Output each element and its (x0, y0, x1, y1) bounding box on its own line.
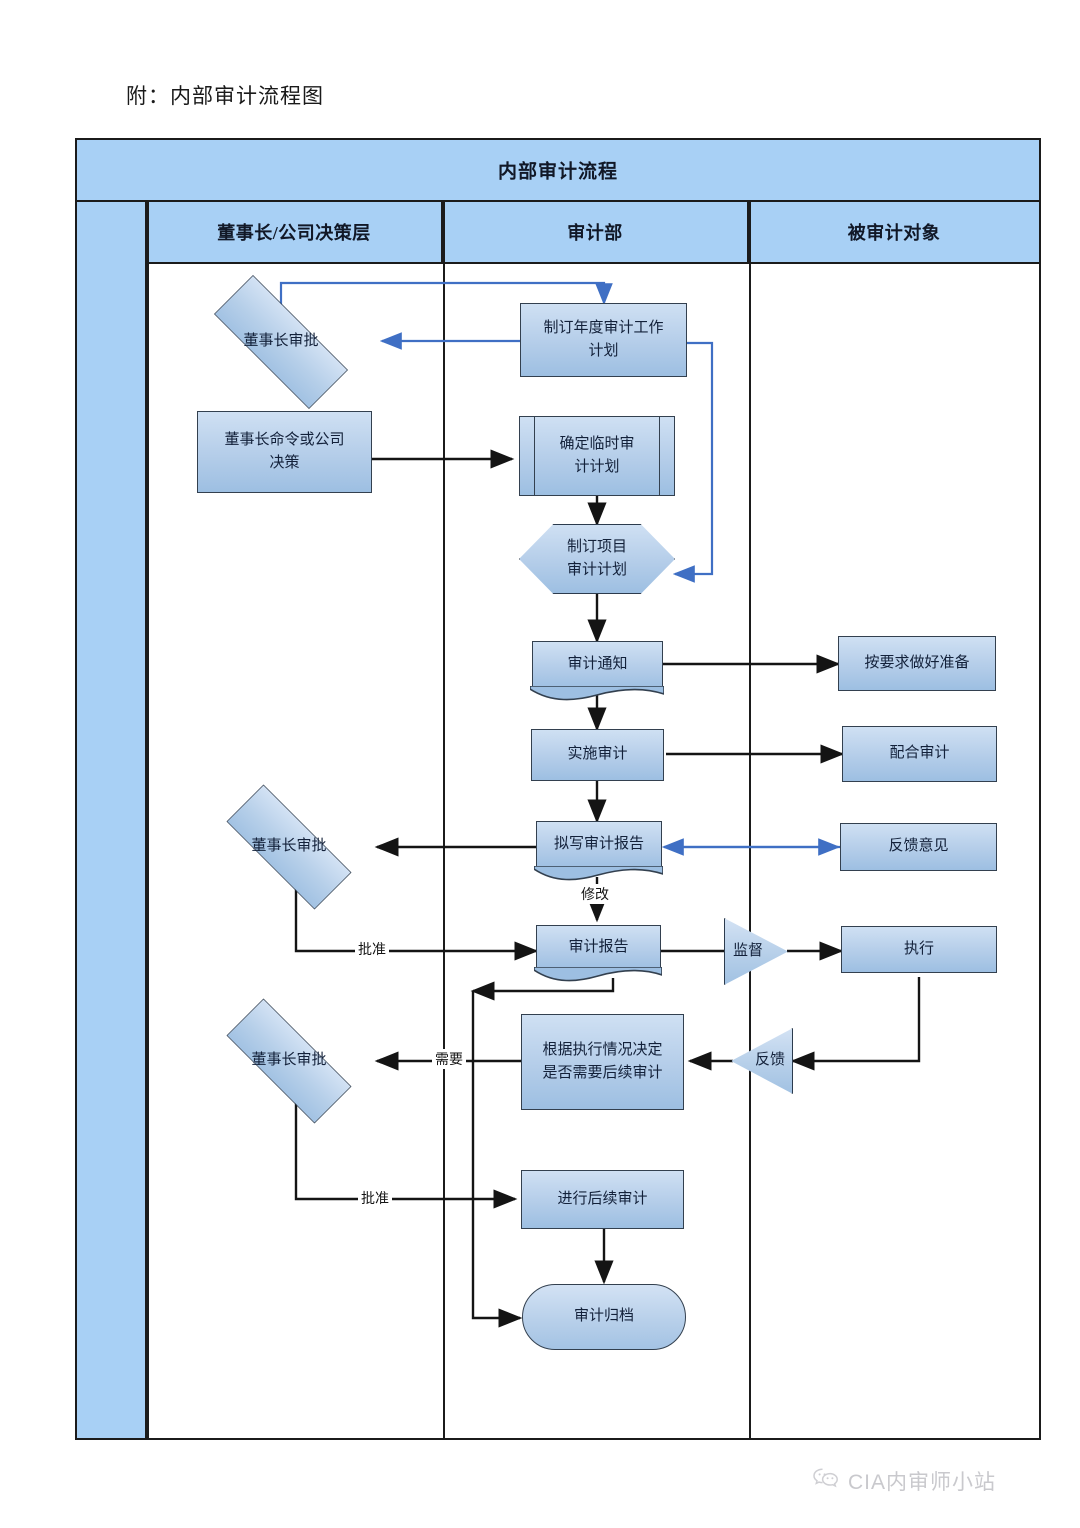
node-execute[interactable]: 执行 (841, 926, 997, 973)
document-shape (536, 821, 662, 869)
lane-header-audit-dept: 审计部 (443, 202, 749, 264)
node-chairman-approval-3[interactable]: 董事长审批 (201, 998, 377, 1124)
lane-label-audit-dept: 审计部 (567, 223, 623, 243)
lane-label-chairman: 董事长/公司决策层 (217, 223, 371, 243)
node-label: 配合审计 (889, 745, 950, 762)
diagram-title: 内部审计流程 (497, 161, 618, 183)
document-wave (534, 866, 664, 881)
node-label: 监督 (732, 942, 763, 959)
node-label: 执行 (903, 940, 934, 957)
node-temporary-audit-plan[interactable]: 确定临时审 计计划 (519, 416, 675, 496)
lane-separator-2 (443, 202, 445, 1438)
lane-label-auditee: 被审计对象 (847, 223, 941, 243)
node-annual-audit-plan[interactable]: 制订年度审计工作 计划 (520, 303, 687, 377)
node-cooperate-with-audit[interactable]: 配合审计 (842, 726, 997, 782)
node-chairman-approval-1[interactable]: 董事长审批 (186, 275, 376, 409)
page-caption: 附：内部审计流程图 (126, 84, 324, 108)
node-label: 董事长审批 (251, 838, 327, 855)
edge-label-need: 需要 (432, 1049, 466, 1069)
lane-separator-3 (749, 202, 751, 1438)
edge-label-revise: 修改 (578, 884, 612, 904)
node-feedback[interactable]: 反馈 (731, 1028, 793, 1094)
left-blue-strip (77, 202, 147, 1438)
watermark-text: CIA内审师小站 (848, 1471, 997, 1494)
node-prepare-as-required[interactable]: 按要求做好准备 (838, 636, 996, 691)
node-label: 审计通知 (567, 656, 628, 673)
diagram-title-band: 内部审计流程 (77, 140, 1039, 202)
node-chairman-order[interactable]: 董事长命令或公司 决策 (197, 411, 372, 493)
document-wave (534, 967, 663, 982)
node-label: 审计归档 (573, 1308, 634, 1325)
node-label: 董事长审批 (243, 333, 319, 350)
node-followup-audit[interactable]: 进行后续审计 (521, 1170, 684, 1229)
node-label: 董事长审批 (251, 1052, 327, 1069)
node-decide-followup-audit[interactable]: 根据执行情况决定 是否需要后续审计 (521, 1014, 684, 1110)
document-wave (530, 686, 665, 701)
node-audit-archive[interactable]: 审计归档 (522, 1284, 686, 1350)
node-audit-notice[interactable]: 审计通知 (530, 641, 665, 701)
node-label: 确定临时审 计计划 (559, 435, 635, 475)
lane-header-auditee: 被审计对象 (749, 202, 1039, 264)
wechat-icon (812, 1467, 840, 1495)
watermark: CIA内审师小站 (812, 1466, 996, 1496)
node-chairman-approval-2[interactable]: 董事长审批 (201, 784, 377, 910)
node-audit-report[interactable]: 审计报告 (534, 925, 663, 982)
document-shape (532, 641, 663, 689)
node-label: 审计报告 (568, 938, 629, 955)
node-label: 制订年度审计工作 计划 (543, 319, 664, 359)
node-label: 进行后续审计 (557, 1190, 648, 1207)
node-label: 董事长命令或公司 决策 (224, 431, 345, 471)
node-label: 反馈意见 (888, 838, 949, 855)
node-label: 按要求做好准备 (864, 654, 970, 671)
document-shape (536, 925, 661, 970)
node-label: 根据执行情况决定 是否需要后续审计 (542, 1041, 663, 1081)
node-project-audit-plan[interactable]: 制订项目 审计计划 (519, 524, 675, 594)
node-draft-audit-report[interactable]: 拟写审计报告 (534, 821, 664, 881)
node-label: 拟写审计报告 (553, 836, 644, 853)
lane-separator-1 (147, 202, 149, 1438)
node-supervise[interactable]: 监督 (724, 918, 788, 985)
edge-label-approve-2: 批准 (358, 1188, 392, 1208)
node-label: 实施审计 (567, 746, 628, 763)
node-label: 制订项目 审计计划 (566, 538, 627, 578)
hexagon-shape (519, 524, 675, 594)
lane-header-chairman: 董事长/公司决策层 (147, 202, 443, 264)
node-conduct-audit[interactable]: 实施审计 (531, 729, 664, 781)
node-label: 反馈 (754, 1052, 785, 1069)
node-feedback-opinion[interactable]: 反馈意见 (840, 823, 997, 871)
edge-label-approve-1: 批准 (355, 939, 389, 959)
